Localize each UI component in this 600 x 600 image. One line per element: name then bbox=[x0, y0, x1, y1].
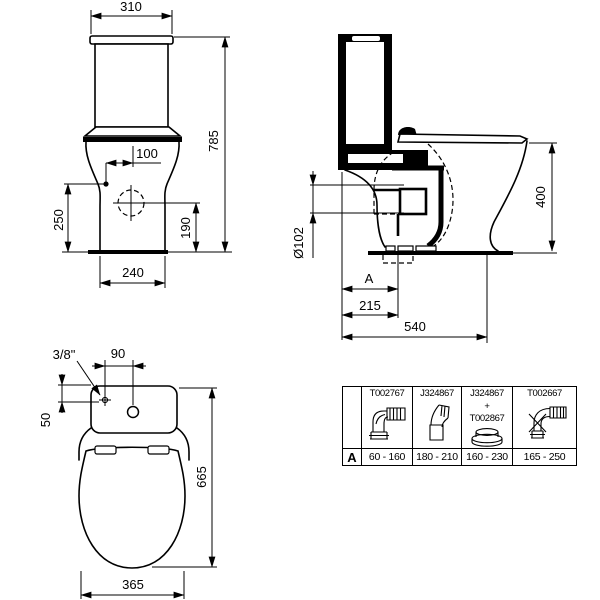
floor-line-side bbox=[368, 251, 513, 255]
top-length-label: 665 bbox=[194, 466, 209, 488]
dim-top-length: 665 bbox=[152, 387, 217, 568]
dim-top-inlet-offset: 90 bbox=[92, 346, 146, 405]
bowl-hidden-interior bbox=[427, 143, 454, 249]
top-inlet-thread-label: 3/8" bbox=[53, 347, 76, 362]
table-part-cell-4: T002667 bbox=[512, 386, 577, 449]
front-top-width-label: 310 bbox=[120, 0, 142, 14]
sealing-ring-icon bbox=[471, 427, 503, 447]
table-part-cell-3: J324867 + T002867 bbox=[461, 386, 513, 449]
offset-pipe-icon bbox=[429, 404, 450, 441]
dim-front-outlet-height: 190 bbox=[145, 202, 200, 253]
elbow-corrugated-pipe-icon bbox=[369, 407, 406, 440]
base-plate-front bbox=[88, 250, 168, 254]
cistern-base-front bbox=[82, 126, 183, 137]
top-width-label: 365 bbox=[122, 577, 144, 592]
front-view-drawing: 310 785 100 250 190 bbox=[51, 0, 232, 288]
front-outlet-height-label: 190 bbox=[178, 217, 193, 239]
cistern-lid-front bbox=[89, 35, 174, 45]
dim-side-bowl-height: 400 bbox=[529, 142, 557, 252]
side-bowl-height-label: 400 bbox=[533, 186, 548, 208]
side-rough-in-label: A bbox=[365, 271, 374, 286]
side-depth-label: 540 bbox=[404, 319, 426, 334]
front-supply-offset-label: 100 bbox=[136, 146, 158, 161]
dim-side-depth: 540 bbox=[341, 255, 488, 343]
spud-hole bbox=[126, 405, 140, 419]
dim-front-supply-height: 250 bbox=[51, 183, 72, 253]
dim-front-base-width: 240 bbox=[99, 256, 166, 288]
dim-side-outlet-diameter: Ø102 bbox=[291, 171, 404, 259]
part-number: J324867 bbox=[420, 388, 454, 399]
pedestal-right-outline bbox=[164, 141, 180, 251]
part-number-2: T002867 bbox=[469, 413, 505, 425]
outlet-stub bbox=[398, 187, 428, 216]
range-cell-3: 160 - 230 bbox=[461, 448, 513, 466]
dim-front-top-width: 310 bbox=[90, 0, 173, 34]
body-shoulder-right bbox=[176, 427, 190, 461]
table-parts-row: T002767 J324867 J324867 + T002867 bbox=[342, 386, 577, 449]
cistern-body-front bbox=[94, 43, 169, 128]
dim-top-inlet-thread: 3/8" bbox=[53, 347, 101, 396]
pedestal-left-outline bbox=[85, 141, 101, 251]
bowl-front-outline bbox=[489, 140, 528, 252]
dim-side-rough-in: A bbox=[341, 271, 399, 293]
side-outlet-diameter-label: Ø102 bbox=[291, 227, 306, 259]
range-cell-4: 165 - 250 bbox=[512, 448, 577, 466]
table-range-row: A 60 - 160 180 - 210 160 - 230 165 - 250 bbox=[342, 448, 577, 466]
range-cell-1: 60 - 160 bbox=[361, 448, 413, 466]
dim-front-total-height: 785 bbox=[174, 36, 230, 253]
dim-top-width: 365 bbox=[80, 571, 185, 599]
table-row-label: A bbox=[342, 448, 362, 466]
top-inlet-setback-label: 50 bbox=[38, 413, 53, 427]
part-number: T002767 bbox=[369, 388, 405, 399]
seat-edge-band bbox=[83, 137, 182, 142]
body-shoulder-left bbox=[78, 427, 92, 461]
table-part-cell-2: J324867 bbox=[412, 386, 462, 449]
pedestal-back-outline bbox=[344, 169, 386, 248]
seat-lid-side bbox=[396, 133, 529, 144]
range-cell-2: 180 - 210 bbox=[412, 448, 462, 466]
front-supply-height-label: 250 bbox=[51, 209, 66, 231]
table-corner-cell bbox=[342, 386, 362, 449]
seat-hinge-left bbox=[94, 445, 117, 455]
inlet-point-marker bbox=[99, 394, 111, 406]
seat-top-view bbox=[78, 446, 186, 569]
accessories-table: T002767 J324867 J324867 + T002867 bbox=[342, 386, 577, 466]
side-view-drawing: 400 Ø102 A 215 540 bbox=[291, 34, 557, 343]
front-total-height-label: 785 bbox=[206, 130, 221, 152]
front-base-width-label: 240 bbox=[122, 265, 144, 280]
flexible-elbow-pipe-icon bbox=[528, 406, 567, 439]
part-plus: + bbox=[484, 400, 490, 412]
part-number: T002667 bbox=[527, 388, 562, 399]
dim-front-supply-offset: 100 bbox=[105, 146, 161, 167]
dim-side-outlet-setout: 215 bbox=[341, 298, 399, 319]
part-number: J324867 bbox=[470, 388, 504, 399]
table-part-cell-1: T002767 bbox=[361, 386, 413, 449]
top-view-drawing: 3/8" 90 50 665 bbox=[38, 346, 217, 599]
seat-hinge-right bbox=[147, 445, 170, 455]
side-outlet-setout-label: 215 bbox=[359, 298, 381, 313]
top-inlet-offset-label: 90 bbox=[111, 346, 125, 361]
dim-top-inlet-setback: 50 bbox=[38, 374, 99, 427]
